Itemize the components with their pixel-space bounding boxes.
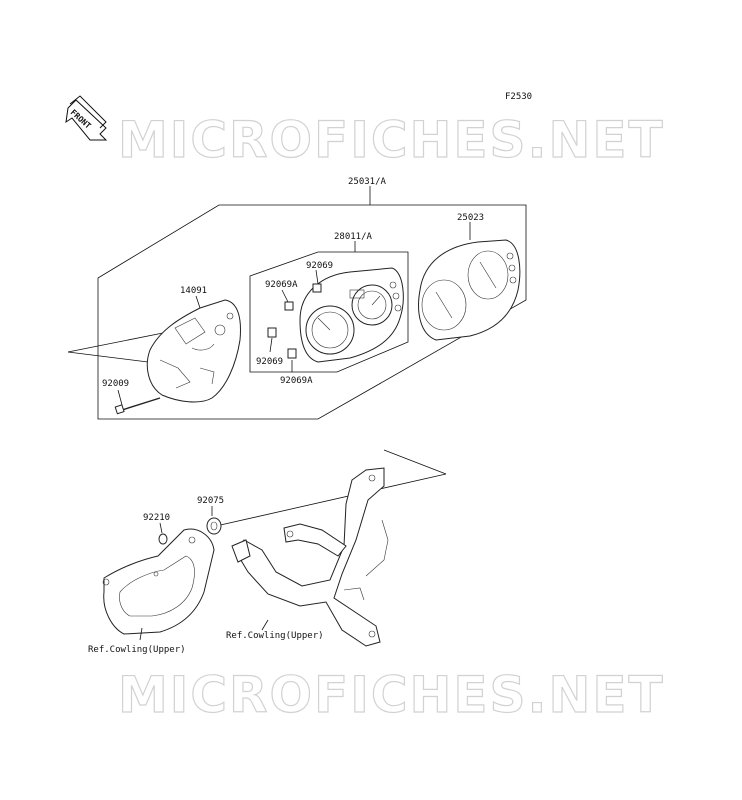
label-14091: 14091: [180, 286, 207, 296]
screw-icon: [312, 269, 322, 293]
screw-icon: [281, 289, 294, 311]
label-25023: 25023: [457, 213, 484, 223]
label-92069-bottom: 92069: [256, 357, 283, 367]
cowling-bracket-left: [102, 528, 215, 635]
pointer-line: [67, 331, 169, 353]
label-ref-cowling-left: Ref.Cowling(Upper): [88, 645, 186, 655]
screw-icon: [287, 348, 297, 372]
meter-cover: [418, 239, 521, 341]
watermark-bottom: MICROFICHES.NET: [118, 666, 665, 724]
label-92009: 92009: [102, 379, 129, 389]
collar-92075: [206, 517, 222, 535]
meter-stay-bracket: [231, 467, 389, 647]
assembly-frame: [97, 204, 527, 420]
leader-line: [261, 619, 269, 631]
bushing-92210: [158, 533, 168, 545]
front-arrow-icon: FRONT: [65, 95, 108, 141]
watermark-top: MICROFICHES.NET: [118, 111, 665, 169]
bolt-92009: [114, 397, 161, 415]
label-92075: 92075: [197, 496, 224, 506]
figure-code: F2530: [505, 92, 532, 102]
meter-case-lower: [146, 295, 241, 403]
leader-line: [139, 627, 143, 641]
label-25031A: 25031/A: [348, 177, 387, 187]
label-92069A-top: 92069A: [265, 280, 298, 290]
label-28011A: 28011/A: [334, 232, 373, 242]
label-92069-top: 92069: [306, 261, 333, 271]
label-92210: 92210: [143, 513, 170, 523]
label-ref-cowling-right: Ref.Cowling(Upper): [226, 631, 324, 641]
meter-unit-frame: [249, 251, 409, 373]
meter-unit: [299, 267, 404, 363]
leader-line: [159, 522, 163, 534]
label-92069A-bottom: 92069A: [280, 376, 313, 386]
pointer-line: [383, 449, 447, 475]
pointer-line: [67, 351, 149, 363]
leader-line: [117, 389, 123, 406]
screw-icon: [267, 327, 277, 353]
pointer-line: [215, 473, 447, 527]
